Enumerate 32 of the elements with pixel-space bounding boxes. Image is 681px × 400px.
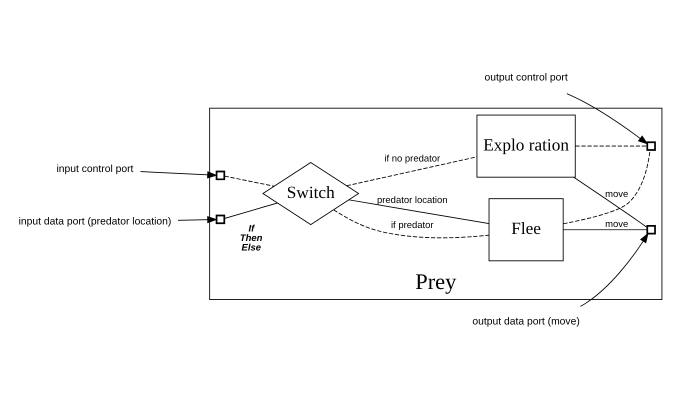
edge-label: predator location	[377, 194, 448, 206]
arrow	[178, 216, 218, 224]
node-box	[216, 214, 226, 224]
node-label: Else	[242, 242, 262, 254]
node-label: Then	[240, 232, 262, 244]
connector	[574, 146, 648, 147]
connector	[224, 176, 274, 187]
node-diamond: Switch	[262, 162, 360, 226]
node-text: output data port (move)	[472, 316, 580, 328]
node-box: Flee	[488, 198, 564, 262]
node-text: output control port	[484, 72, 568, 84]
connector	[573, 176, 648, 228]
arrow	[566, 93, 648, 144]
edge-label: if no predator	[384, 153, 440, 164]
edge-label: move	[605, 218, 628, 230]
node-box	[646, 141, 656, 151]
node-box: Explo ration	[476, 114, 576, 178]
node-text: input data port (predator location)	[18, 216, 172, 228]
connector	[224, 202, 278, 219]
arrow	[140, 171, 218, 178]
node-box	[216, 170, 226, 180]
edge-label: move	[605, 188, 628, 200]
connector	[346, 156, 478, 186]
connector	[562, 150, 650, 224]
arrow	[580, 232, 649, 307]
node-label: If	[248, 223, 254, 234]
node-text: input control port	[56, 164, 134, 176]
edge-label: if predator	[390, 220, 434, 231]
connector	[333, 209, 490, 238]
connector	[562, 229, 648, 230]
node-box	[646, 225, 656, 234]
connector	[348, 199, 490, 224]
